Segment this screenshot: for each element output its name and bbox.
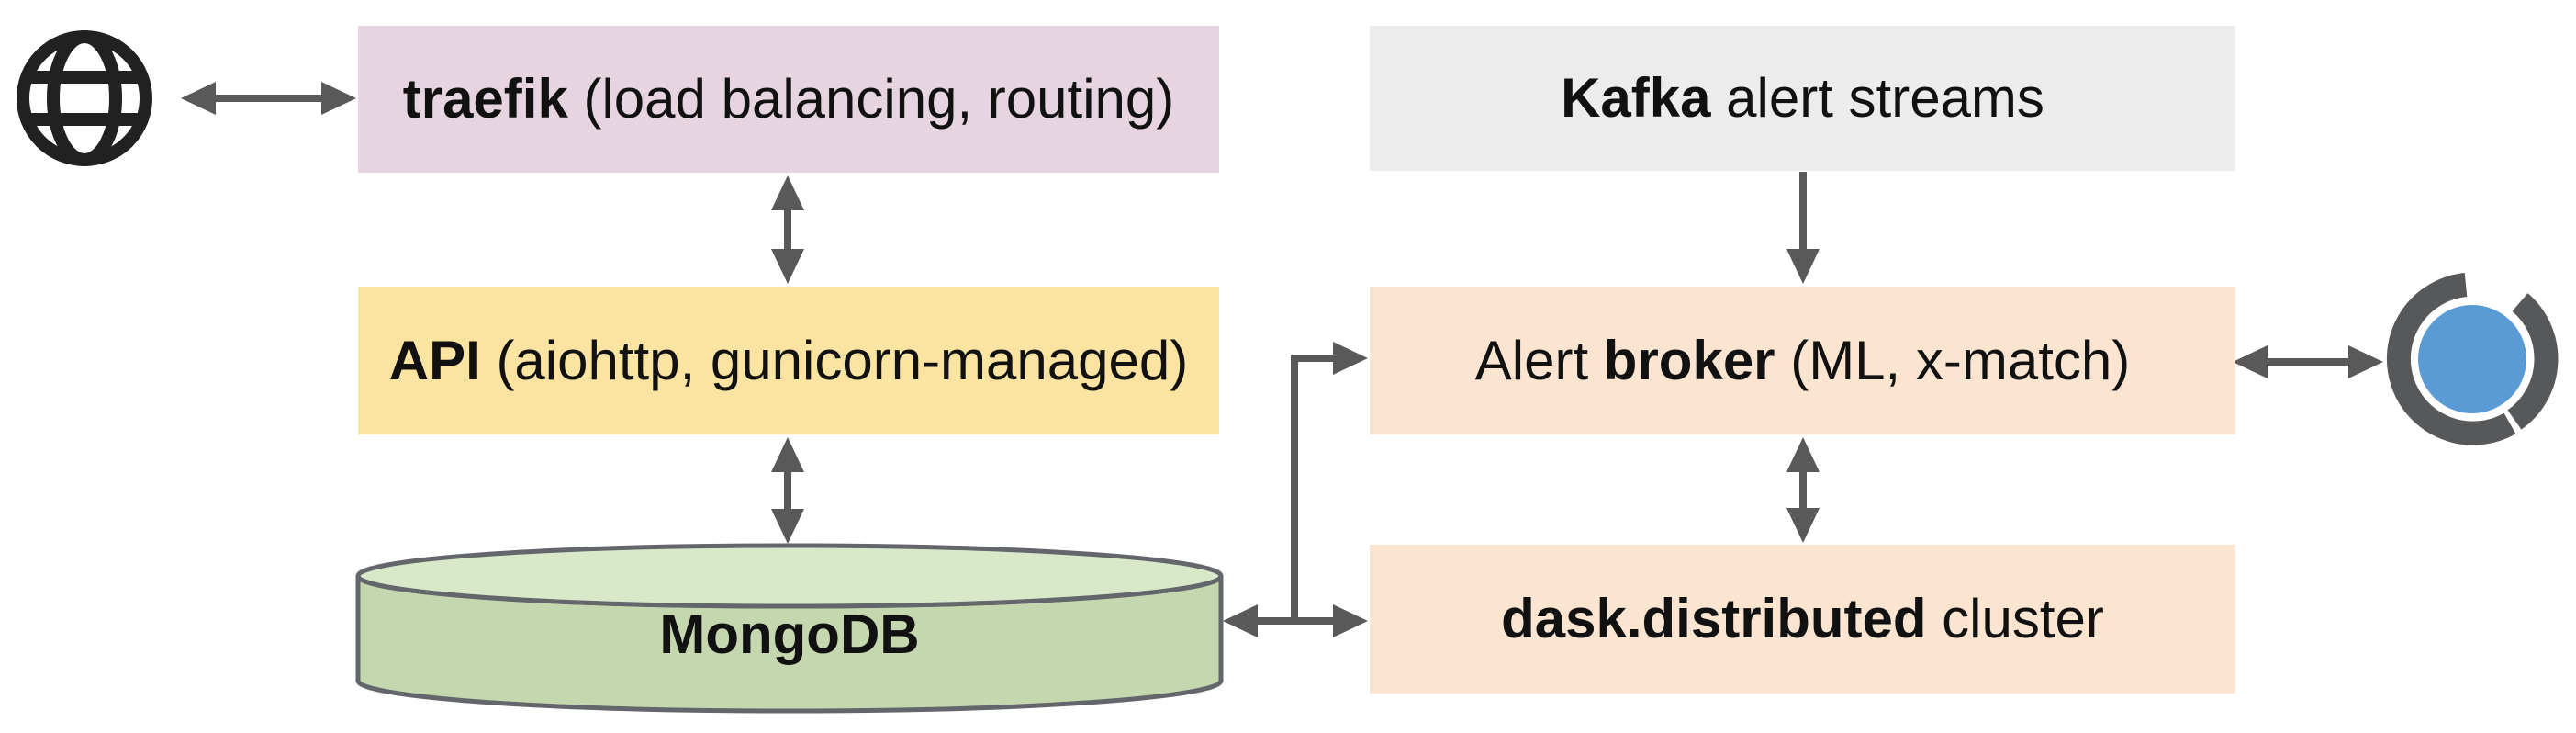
node-dask-cluster: dask.distributed cluster <box>1370 545 2235 694</box>
node-kafka-label-bold: Kafka <box>1561 67 1711 129</box>
node-kafka-label: alert streams <box>1710 67 2044 129</box>
arrow-traefik-api <box>771 175 804 284</box>
node-dask-label-bold: dask.distributed <box>1501 588 1927 649</box>
node-api-label: (aiohttp, gunicorn-managed) <box>480 329 1189 391</box>
arrow-broker-dask <box>1786 437 1820 543</box>
node-api: API (aiohttp, gunicorn-managed) <box>358 287 1219 434</box>
node-broker-label-post: (ML, x-match) <box>1775 329 2131 391</box>
node-mongodb-label-text: MongoDB <box>659 603 920 665</box>
internet-globe-icon <box>17 30 152 166</box>
node-kafka: Kafka alert streams <box>1370 26 2235 171</box>
node-alert-broker: Alert broker (ML, x-match) <box>1370 287 2235 434</box>
node-api-label-bold: API <box>388 329 481 391</box>
connector-arrows <box>181 82 2383 637</box>
arrow-internet-traefik <box>181 82 356 115</box>
node-mongodb-label: MongoDB <box>358 588 1221 680</box>
node-broker-label-bold: broker <box>1603 329 1775 391</box>
skyportal-logo-arc <box>2386 273 2559 445</box>
node-traefik-label-bold: traefik <box>402 68 568 130</box>
arrow-api-mongodb <box>771 437 804 544</box>
node-dask-label: cluster <box>1926 588 2104 649</box>
skyportal-logo <box>2386 273 2559 445</box>
node-traefik: traefik (load balancing, routing) <box>358 26 1219 173</box>
arrow-broker-skyportal <box>2233 345 2383 378</box>
skyportal-logo-circle <box>2418 305 2526 413</box>
mongodb-cylinder-top <box>355 543 1224 609</box>
arrow-kafka-broker <box>1786 172 1820 284</box>
node-traefik-label: (load balancing, routing) <box>567 68 1175 130</box>
mongodb-cylinder <box>355 543 1224 714</box>
connector-mongodb-broker <box>1291 342 1368 621</box>
node-broker-label-pre: Alert <box>1474 329 1604 391</box>
